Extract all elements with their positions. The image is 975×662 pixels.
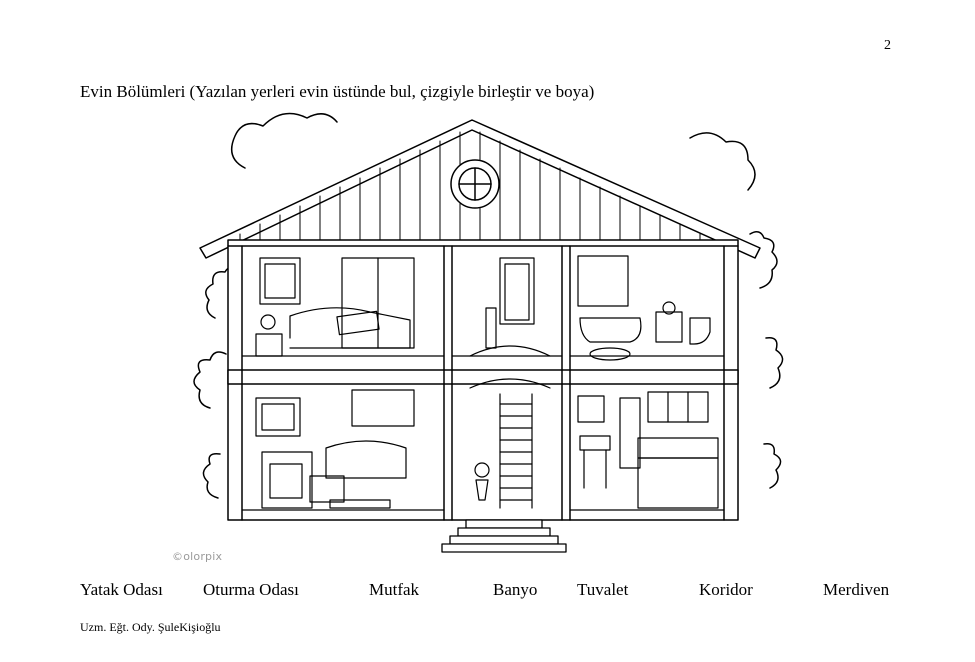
stairs-drawing: [469, 378, 551, 509]
corridor-drawing: [451, 257, 563, 357]
label-mutfak: Mutfak: [369, 580, 420, 599]
label-banyo: Banyo: [493, 580, 538, 599]
author-credit: Uzm. Eğt. Ody. ŞuleKişioğlu: [80, 620, 221, 634]
page-number: 2: [884, 38, 891, 53]
worksheet-title: Evin Bölümleri (Yazılan yerleri evin üst…: [80, 82, 595, 101]
house-coloring-illustration: [193, 112, 784, 553]
label-yatak-odasi: Yatak Odası: [80, 580, 163, 599]
watermark: ©olorpix: [172, 550, 223, 563]
roof: [199, 119, 761, 259]
tree-outline: [230, 112, 756, 191]
bedroom-drawing: [241, 257, 445, 357]
bathroom-drawing: [569, 255, 725, 361]
floor-separator: [227, 369, 739, 385]
label-koridor: Koridor: [699, 580, 753, 599]
label-oturma-odasi: Oturma Odası: [203, 580, 299, 599]
front-steps: [441, 519, 567, 553]
kitchen-drawing: [569, 391, 725, 511]
label-merdiven: Merdiven: [823, 580, 890, 599]
label-tuvalet: Tuvalet: [577, 580, 629, 599]
living-room-drawing: [241, 389, 445, 511]
bush-right: [749, 231, 784, 489]
